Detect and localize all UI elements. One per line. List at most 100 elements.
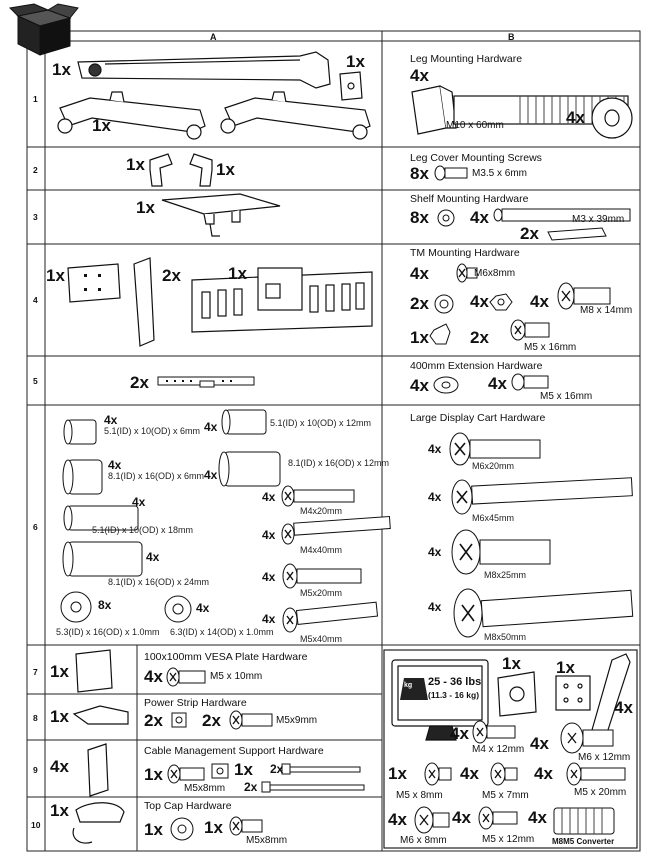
qty-label: 4x <box>204 468 218 482</box>
section-title: TM Mounting Hardware <box>410 247 520 259</box>
row-number: 7 <box>33 667 38 677</box>
qty-label: 4x <box>262 612 276 626</box>
column-header-b: B <box>508 32 515 42</box>
qty-label: 4x <box>262 570 276 584</box>
part-label: M3 x 39mm <box>572 214 625 225</box>
qty-label: 4x <box>428 442 442 456</box>
qty-label: 4x <box>530 292 549 311</box>
weight-range-kg: (11.3 - 16 kg) <box>428 690 480 700</box>
part-label: M5 x 16mm <box>540 391 593 402</box>
qty-label: 4x <box>146 550 160 564</box>
qty-label: 4x <box>428 545 442 559</box>
part-label: M5x40mm <box>300 634 343 644</box>
qty-label: 4x <box>488 374 507 393</box>
part-label: M5x8mm <box>184 783 226 794</box>
part-label: M10 x 60mm <box>446 120 504 131</box>
qty-label: 4x <box>50 757 69 776</box>
qty-label: 4x <box>614 698 633 717</box>
qty-label: 4x <box>534 764 553 783</box>
row-number: 4 <box>33 295 38 305</box>
part-label: M8x50mm <box>484 632 527 642</box>
section-title: Power Strip Hardware <box>144 697 247 709</box>
qty-label: 1x <box>46 266 65 285</box>
section-title: Large Display Cart Hardware <box>410 412 546 424</box>
qty-label: 1x <box>52 60 71 79</box>
row-number: 5 <box>33 376 38 386</box>
qty-label: 2x <box>130 373 149 392</box>
qty-label: 8x <box>98 598 112 612</box>
row-number: 1 <box>33 94 38 104</box>
qty-label: 4x <box>204 420 218 434</box>
qty-label: 2x <box>144 711 163 730</box>
column-header-a: A <box>210 32 217 42</box>
section-title: Leg Mounting Hardware <box>410 53 523 65</box>
qty-label: 4x <box>450 724 469 743</box>
part-label: 8.1(ID) x 16(OD) x 6mm <box>108 471 205 481</box>
qty-label: 1x <box>92 116 111 135</box>
qty-label: 4x <box>262 528 276 542</box>
qty-label: 1x <box>502 654 521 673</box>
qty-label: 4x <box>144 667 163 686</box>
qty-label: 8x <box>410 208 429 227</box>
qty-label: 1x <box>136 198 155 217</box>
row-number: 6 <box>33 522 38 532</box>
row-number: 3 <box>33 212 38 222</box>
qty-label: 2x <box>244 780 258 794</box>
section-title: 100x100mm VESA Plate Hardware <box>144 651 308 663</box>
part-label: 8.1(ID) x 16(OD) x 12mm <box>288 458 390 468</box>
qty-label: 4x <box>452 808 471 827</box>
qty-label: 4x <box>410 376 429 395</box>
qty-label: 1x <box>50 801 69 820</box>
section-title: Leg Cover Mounting Screws <box>410 152 542 164</box>
section-title: 400mm Extension Hardware <box>410 360 543 372</box>
qty-label: 1x <box>410 328 429 347</box>
part-label: M5 x 16mm <box>524 342 577 353</box>
qty-label: 4x <box>428 490 442 504</box>
qty-label: 4x <box>410 264 429 283</box>
qty-label: 4x <box>410 66 429 85</box>
part-label: M5 x 7mm <box>482 790 529 801</box>
qty-label: 2x <box>202 711 221 730</box>
box-icon <box>8 3 79 56</box>
part-label: 5.1(ID) x 10(OD) x 6mm <box>104 426 201 436</box>
qty-label: 1x <box>388 764 407 783</box>
qty-label: 4x <box>388 810 407 829</box>
qty-label: 4x <box>132 495 146 509</box>
part-label: 6.3(ID) x 14(OD) x 1.0mm <box>170 627 274 637</box>
part-label: 5.1(ID) x 10(OD) x 12mm <box>270 418 372 428</box>
qty-label: 4x <box>196 601 210 615</box>
qty-label: 1x <box>50 662 69 681</box>
qty-label: 1x <box>144 765 163 784</box>
qty-label: 4x <box>530 734 549 753</box>
qty-label: 2x <box>520 224 539 243</box>
part-label: M5x9mm <box>276 715 318 726</box>
part-label: M5x20mm <box>300 588 343 598</box>
qty-label: 4x <box>108 458 122 472</box>
qty-label: 1x <box>144 820 163 839</box>
part-label: M6x8mm <box>474 268 516 279</box>
part-label: M5 x 10mm <box>210 671 263 682</box>
part-label: M4x20mm <box>300 506 343 516</box>
qty-label: 1x <box>556 658 575 677</box>
part-label: M5 x 12mm <box>482 834 535 845</box>
part-label: M4x40mm <box>300 545 343 555</box>
part-label: M5 x 8mm <box>396 790 443 801</box>
qty-label: 4x <box>262 490 276 504</box>
qty-label: 1x <box>346 52 365 71</box>
part-label: M8 x 14mm <box>580 305 633 316</box>
part-label: M3.5 x 6mm <box>472 168 528 179</box>
qty-label: 2x <box>270 762 284 776</box>
row-number: 2 <box>33 165 38 175</box>
section-title: Cable Management Support Hardware <box>144 745 324 757</box>
qty-label: 2x <box>410 294 429 313</box>
row-number: 10 <box>31 820 41 830</box>
qty-label: 1x <box>234 760 253 779</box>
part-label: M4 x 12mm <box>472 744 525 755</box>
qty-label: 4x <box>460 764 479 783</box>
section-title: Shelf Mounting Hardware <box>410 193 529 205</box>
part-label: M8x25mm <box>484 570 527 580</box>
part-label: M6x45mm <box>472 513 515 523</box>
qty-label: 4x <box>528 808 547 827</box>
part-label: M5x8mm <box>246 835 288 846</box>
